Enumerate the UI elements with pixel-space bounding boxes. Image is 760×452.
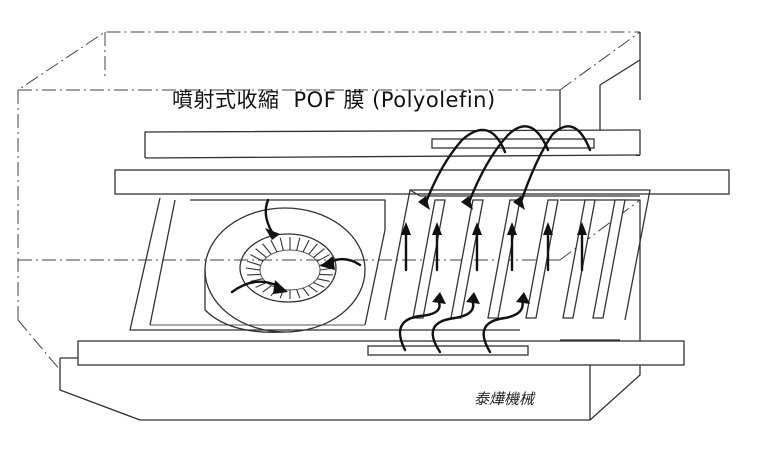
arrow-head [418, 196, 430, 210]
front-slot [367, 345, 529, 356]
fan-blade [308, 285, 318, 293]
fan-blade [313, 248, 325, 258]
up-arrow-head [472, 222, 482, 235]
return-arrow-2 [466, 125, 550, 207]
nozzle-slot [562, 199, 596, 319]
up-arrow-head [432, 222, 442, 235]
fan-inflow-arrow [264, 198, 274, 234]
rear-conveyor-rail [114, 129, 730, 195]
intake-arrow-1 [398, 298, 441, 352]
fan-blade [270, 239, 278, 253]
fan-blade [302, 239, 310, 253]
maker-label: 泰燁機械 [474, 390, 535, 408]
blower-fan [204, 207, 366, 333]
fan-blade [262, 243, 272, 255]
title-chinese: 噴射式收縮 [172, 88, 280, 112]
front-conveyor-rail [77, 340, 685, 366]
nozzle-slot [592, 199, 626, 319]
fan-blade [255, 248, 267, 258]
up-arrow-head [543, 222, 553, 235]
arrow-head [513, 196, 525, 210]
fan-blade [262, 285, 272, 293]
fan-blade [316, 278, 330, 282]
return-arrow-1 [423, 128, 507, 207]
fan-blade [308, 243, 318, 255]
base-tray [129, 197, 520, 331]
arrow-head [432, 292, 446, 304]
fan-blade [296, 289, 301, 299]
arrow-head [320, 256, 335, 270]
arrow-head [273, 280, 288, 294]
up-arrow-head [507, 222, 517, 235]
outer-hood [17, 31, 641, 371]
fan-arrow-left [230, 280, 280, 294]
fan-impeller [245, 237, 335, 299]
front-enclosure [59, 59, 641, 421]
arrow-head [466, 292, 480, 304]
fan-blade [279, 237, 284, 251]
fan-blade [250, 254, 264, 262]
fan-blade [313, 281, 325, 288]
nozzle-chamber [384, 138, 651, 321]
arrow-head [461, 196, 473, 210]
up-arrow-head [577, 222, 587, 235]
arrow-head [516, 292, 530, 304]
airflow-arrows [230, 125, 592, 354]
nozzle-slot [525, 199, 559, 319]
arrow-head [265, 228, 280, 240]
fan-blade [302, 287, 310, 297]
nozzle-slot [450, 199, 484, 319]
intake-arrow-2 [431, 298, 475, 354]
intake-arrow-3 [482, 298, 524, 354]
return-arrow-3 [518, 125, 592, 207]
title-film: POF 膜 (Polyolefin) [293, 88, 496, 112]
fan-blade [250, 278, 264, 282]
fan-blade [245, 267, 261, 271]
fan-blade [316, 254, 330, 262]
rear-slot [431, 138, 595, 149]
fan-blade [255, 281, 267, 288]
fan-blade [296, 237, 301, 251]
nozzle-slot [487, 199, 521, 319]
up-arrow-head [401, 222, 411, 235]
upward-flow-arrows [401, 222, 587, 272]
diagram-title: 噴射式收縮 POF 膜 (Polyolefin) [172, 84, 510, 114]
fan-blade [246, 260, 261, 267]
